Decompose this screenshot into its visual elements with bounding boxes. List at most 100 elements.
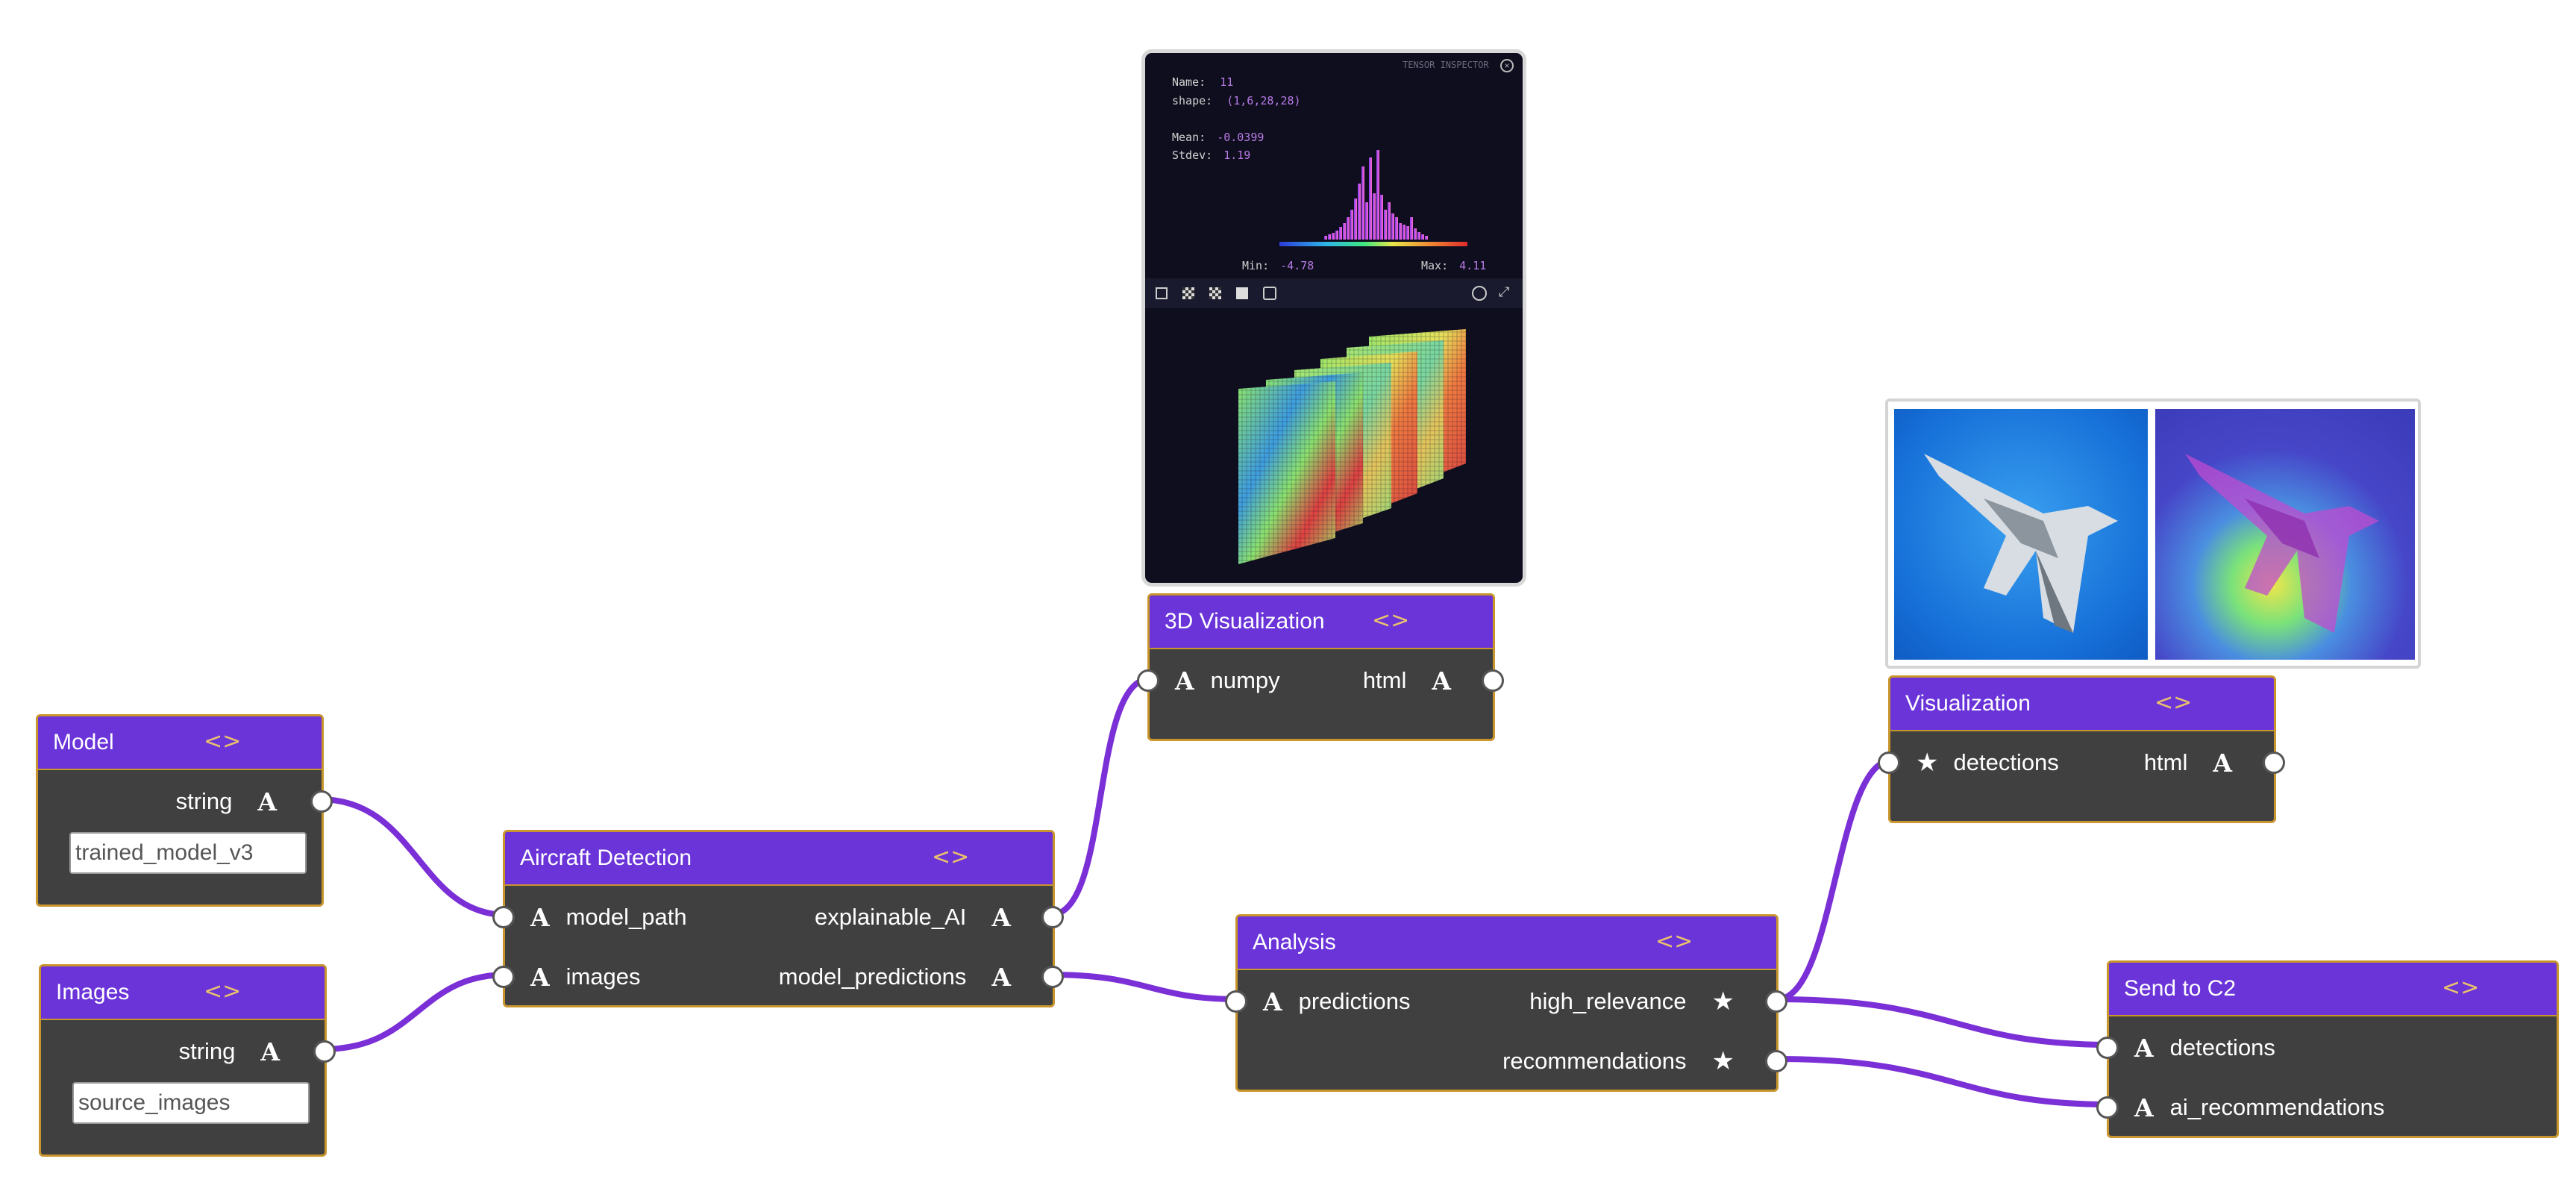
- node-title: Model: [53, 730, 114, 754]
- stdev-value: 1.19: [1223, 149, 1251, 162]
- wire-explainable-to-numpy: [1047, 675, 1154, 918]
- tensor-inspector-heading: TENSOR INSPECTOR: [1403, 60, 1489, 70]
- value-histogram: [1279, 150, 1467, 246]
- name-value: 11: [1220, 75, 1234, 89]
- string-type-icon: A: [2213, 748, 2232, 778]
- output-port[interactable]: [2263, 752, 2285, 774]
- code-icon[interactable]: <>: [2442, 975, 2480, 1001]
- input-port-images[interactable]: [492, 966, 515, 988]
- mean-label: Mean:: [1172, 131, 1206, 144]
- input-label: predictions: [1298, 988, 1411, 1014]
- max-value: 4.11: [1459, 259, 1487, 272]
- copy-icon[interactable]: [1156, 287, 1168, 299]
- node-title: Visualization: [1905, 691, 2031, 716]
- input-port[interactable]: [1137, 669, 1159, 692]
- name-row: Name: 11: [1172, 75, 1233, 89]
- input-label: numpy: [1210, 667, 1280, 693]
- fill-icon[interactable]: [1236, 287, 1248, 299]
- input-label: model_path: [565, 904, 687, 930]
- output-label: high_relevance: [1529, 988, 1687, 1014]
- string-type-icon: A: [530, 902, 550, 932]
- output-row: string A: [176, 779, 277, 824]
- mean-row: Mean: -0.0399: [1172, 131, 1264, 144]
- node-header[interactable]: Visualization <>: [1890, 678, 2274, 731]
- wire-predictions-to-analysis: [1047, 972, 1243, 1002]
- input-label: images: [565, 963, 641, 990]
- star-type-icon: ★: [1711, 987, 1734, 1016]
- input-label: ai_recommendations: [2169, 1094, 2385, 1120]
- wire-images-to-images: [319, 972, 510, 1052]
- input-port[interactable]: [1878, 752, 1900, 774]
- output-row: recommendations ★: [1502, 1039, 1734, 1084]
- output-label: string: [175, 788, 233, 814]
- checker-icon[interactable]: [1182, 287, 1194, 299]
- input-port-ai-recommendations[interactable]: [2096, 1096, 2119, 1119]
- wire-high-relevance-to-detections: [1774, 757, 1895, 1002]
- input-row: ★ detections: [1916, 740, 2059, 785]
- output-port[interactable]: [310, 790, 333, 813]
- string-type-icon: A: [1432, 666, 1451, 696]
- string-type-icon: A: [530, 962, 550, 992]
- code-icon[interactable]: <>: [1372, 607, 1410, 634]
- model-path-input[interactable]: trained_model_v3: [69, 832, 307, 874]
- string-type-icon: A: [2134, 1033, 2154, 1063]
- checker-alt-icon[interactable]: [1209, 287, 1221, 299]
- input-row: A detections: [2134, 1025, 2275, 1070]
- max-label: Max:: [1421, 259, 1449, 272]
- input-row: A numpy: [1175, 658, 1280, 703]
- output-port-high-relevance[interactable]: [1765, 990, 1787, 1013]
- output-port-model-predictions[interactable]: [1041, 966, 1064, 988]
- input-port-detections[interactable]: [2096, 1037, 2119, 1059]
- input-port[interactable]: [1225, 990, 1247, 1013]
- visualization-node[interactable]: Visualization <> ★ detections html A: [1878, 675, 2285, 823]
- output-row: model_predictions A: [779, 954, 1011, 999]
- camera-icon[interactable]: [1472, 286, 1487, 301]
- code-icon[interactable]: <>: [1655, 928, 1693, 954]
- output-row: explainable_AI A: [815, 895, 1011, 940]
- string-type-icon: A: [257, 787, 277, 816]
- visualization-output-panel: [1885, 399, 2421, 669]
- model-node[interactable]: Model <> string A trained_model_v3: [36, 714, 333, 907]
- node-header[interactable]: Send to C2 <>: [2109, 963, 2557, 1016]
- graph-icon[interactable]: [1263, 287, 1276, 300]
- shape-row: shape: (1,6,28,28): [1172, 94, 1301, 107]
- node-header[interactable]: Analysis <>: [1238, 916, 1776, 970]
- images-node[interactable]: Images <> string A source_images: [39, 964, 336, 1157]
- node-header[interactable]: Images <>: [41, 966, 325, 1020]
- string-type-icon: A: [1175, 666, 1194, 696]
- string-type-icon: A: [260, 1037, 280, 1066]
- string-type-icon: A: [991, 962, 1011, 992]
- output-port[interactable]: [1482, 669, 1504, 692]
- analysis-node[interactable]: Analysis <> A predictions high_relevance…: [1225, 914, 1787, 1092]
- output-row: high_relevance ★: [1529, 979, 1734, 1024]
- input-row: A images: [530, 954, 641, 999]
- min-label: Min:: [1242, 259, 1270, 272]
- output-port-explainable-ai[interactable]: [1041, 906, 1064, 928]
- aircraft-image: [1894, 409, 2148, 660]
- stdev-row: Stdev: 1.19: [1172, 149, 1250, 162]
- mean-value: -0.0399: [1217, 131, 1265, 144]
- expand-icon[interactable]: ⤢: [1499, 284, 1510, 300]
- node-header[interactable]: 3D Visualization <>: [1150, 596, 1493, 649]
- output-label: string: [178, 1038, 236, 1064]
- close-icon[interactable]: ×: [1500, 59, 1514, 72]
- node-title: Aircraft Detection: [520, 846, 692, 870]
- send-to-c2-node[interactable]: Send to C2 <> A detections A ai_recommen…: [2096, 960, 2559, 1138]
- images-input[interactable]: source_images: [72, 1082, 310, 1124]
- input-label: detections: [1953, 749, 2059, 775]
- node-header[interactable]: Aircraft Detection <>: [505, 832, 1053, 886]
- code-icon[interactable]: <>: [2154, 690, 2193, 716]
- code-icon[interactable]: <>: [932, 844, 970, 870]
- code-icon[interactable]: <>: [204, 978, 242, 1004]
- input-port-model-path[interactable]: [492, 906, 515, 928]
- node-header[interactable]: Model <>: [38, 716, 322, 770]
- output-port[interactable]: [313, 1040, 336, 1063]
- 3d-visualization-node[interactable]: 3D Visualization <> A numpy html A: [1137, 593, 1504, 741]
- aircraft-detection-node[interactable]: Aircraft Detection <> A model_path A ima…: [492, 830, 1064, 1007]
- star-type-icon: ★: [1711, 1046, 1734, 1076]
- stdev-label: Stdev:: [1172, 149, 1213, 162]
- code-icon[interactable]: <>: [204, 728, 242, 754]
- output-port-recommendations[interactable]: [1765, 1050, 1787, 1072]
- inspector-toolbar: ⤢: [1145, 278, 1523, 308]
- min-value: -4.78: [1280, 259, 1314, 272]
